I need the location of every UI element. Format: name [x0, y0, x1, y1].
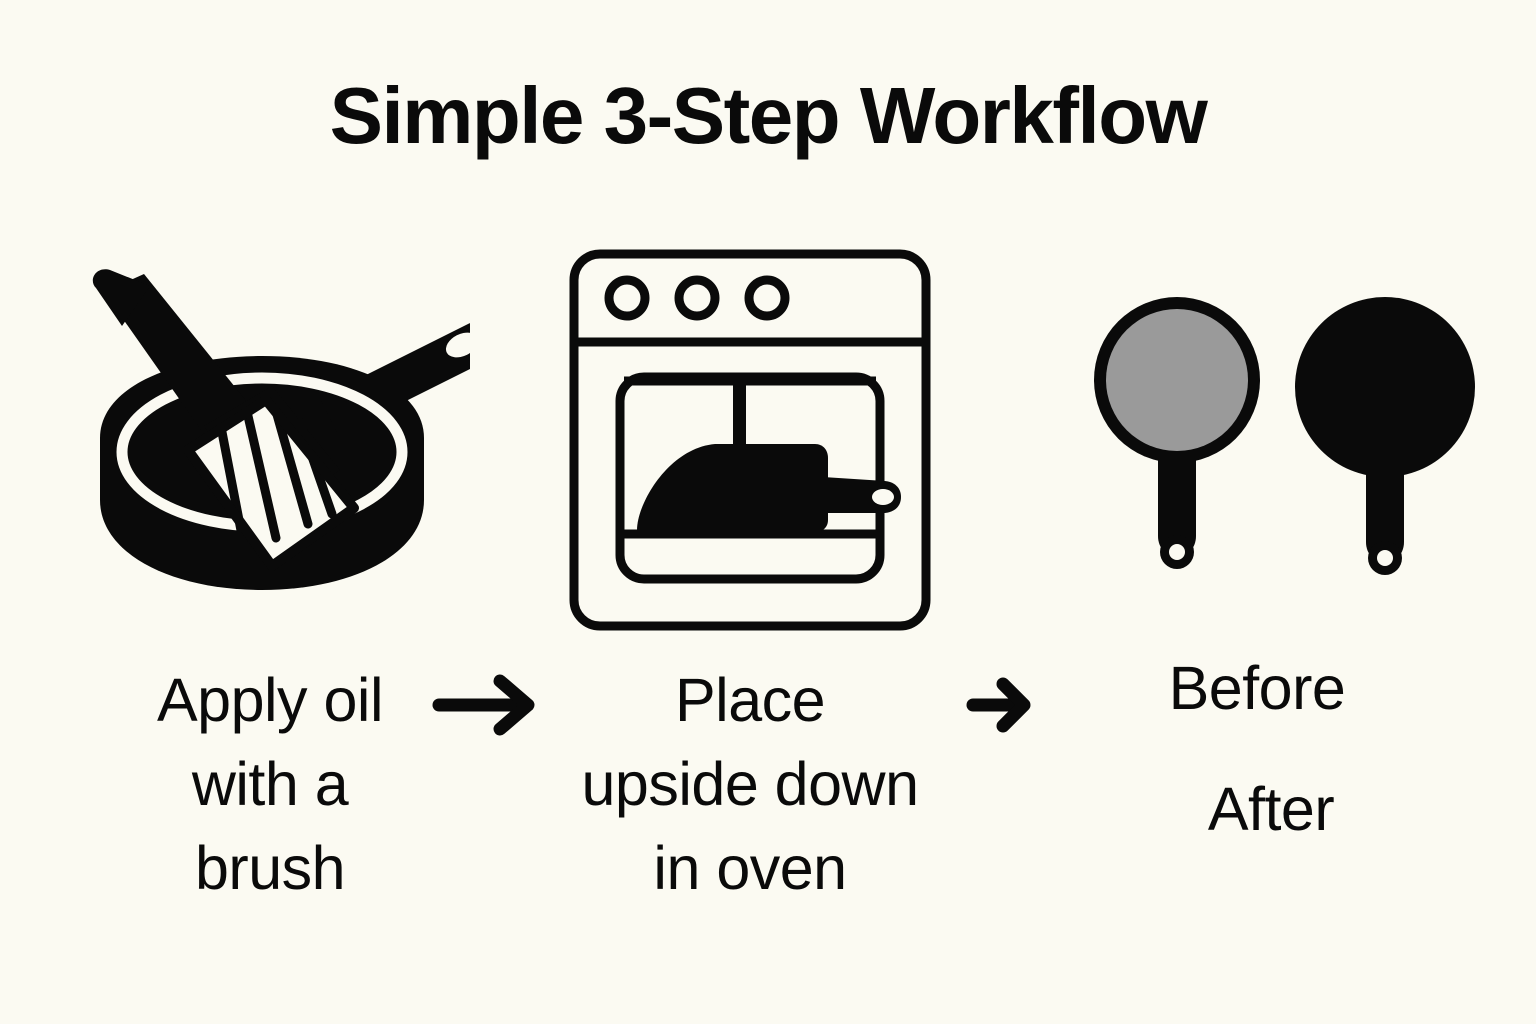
caption-line: in oven: [653, 834, 847, 903]
step-1-icon-slot: [60, 240, 480, 640]
arrow-step1-to-step2: [432, 672, 540, 743]
caption-line: brush: [194, 834, 346, 903]
arrow-right-icon: [966, 677, 1031, 733]
step-2: Place upside down in oven: [520, 240, 980, 940]
before-pan-icon: [1094, 297, 1260, 569]
step-3: Before After: [1020, 240, 1500, 940]
oven-knob-icon: [674, 275, 720, 321]
step-1-caption: Apply oil with a brush: [60, 658, 480, 911]
step-3-icon-slot: [1020, 240, 1500, 640]
step-2-caption: Place upside down in oven: [520, 658, 980, 911]
caption-line: with a: [191, 750, 349, 819]
caption-line: Place: [674, 666, 826, 734]
oven-knob-icon: [604, 275, 650, 321]
arrow-step2-to-step3: [966, 676, 1036, 739]
oven-with-upside-down-pan-icon: [569, 249, 931, 631]
two-pans-before-after-icon: [1094, 297, 1475, 575]
oven-knob-icon: [744, 275, 790, 321]
caption-line: Apply oil: [156, 666, 384, 734]
step-1: Apply oil with a brush: [60, 240, 480, 940]
step-2-icon-slot: [520, 240, 980, 640]
arrow-right-icon: [432, 674, 535, 736]
after-pan-icon: [1295, 297, 1475, 575]
caption-line: upside down: [581, 750, 919, 819]
page-title: Simple 3-Step Workflow: [329, 71, 1208, 160]
skillet-with-basting-brush-icon: [92, 269, 470, 590]
before-label: Before: [1168, 654, 1346, 722]
steps-row: Apply oil with a brush: [0, 240, 1536, 940]
step-3-labels: Before After: [1020, 658, 1500, 840]
after-label: After: [1207, 775, 1335, 843]
